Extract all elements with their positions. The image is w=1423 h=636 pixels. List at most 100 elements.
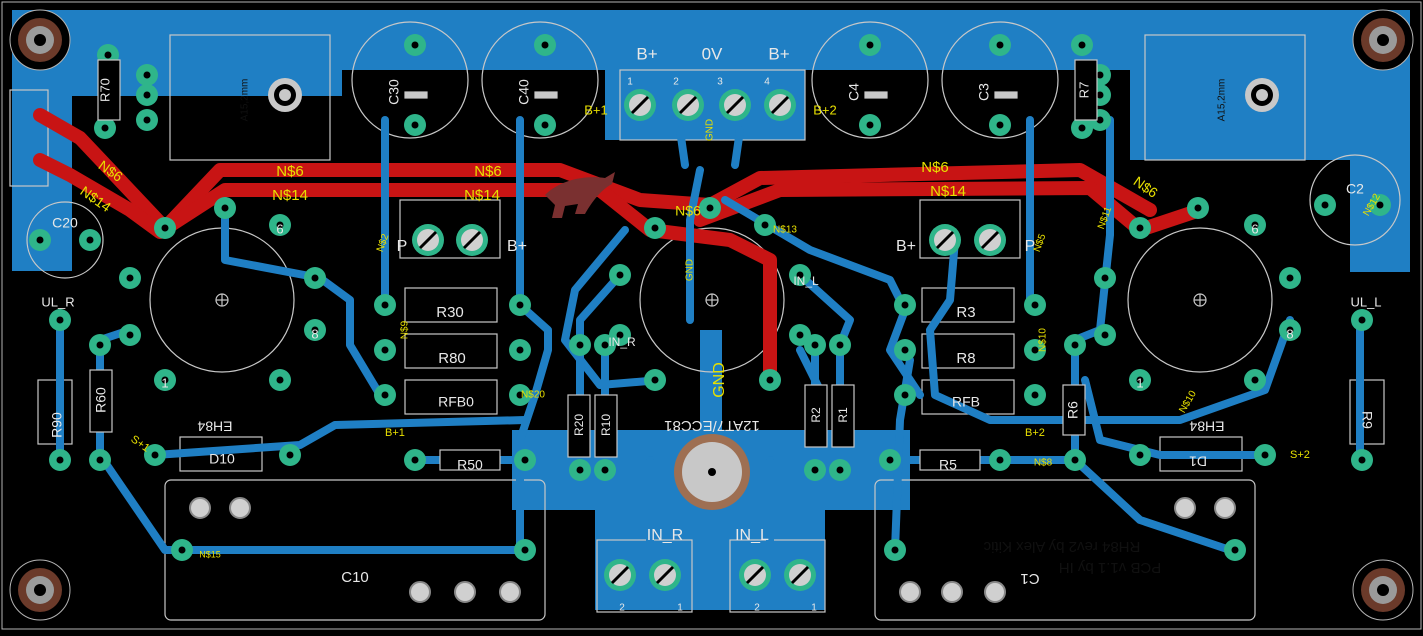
- silk-label: R30: [436, 304, 464, 321]
- silk-label: PCB v1.1 by IH: [1059, 559, 1162, 576]
- pad-drill: [151, 451, 159, 459]
- silk-label: C4: [846, 83, 862, 101]
- silk-label: R8: [956, 350, 975, 367]
- pad-drill: [576, 466, 584, 474]
- center-socket: [674, 434, 750, 510]
- silk-label: IN_R: [608, 335, 636, 349]
- silk-label: N$6: [276, 163, 304, 180]
- pad-drill: [901, 346, 909, 354]
- pad-drill: [143, 116, 151, 124]
- pad-drill: [866, 41, 874, 49]
- silk-label: C20: [52, 215, 78, 231]
- pad-drill: [901, 301, 909, 309]
- pad-drill: [276, 376, 284, 384]
- pad-drill: [796, 271, 804, 279]
- pad-drill: [616, 271, 624, 279]
- pad-drill: [86, 236, 94, 244]
- pad-drill: [601, 466, 609, 474]
- silk-label: N$9: [400, 320, 411, 339]
- pad-drill: [311, 326, 319, 334]
- silk-label: IN_L: [793, 274, 819, 288]
- pad-drill: [996, 41, 1004, 49]
- component-bodies: [89, 59, 1098, 471]
- pad-drill: [836, 466, 844, 474]
- silk-label: N$2: [375, 232, 392, 253]
- pad-drill: [1078, 124, 1086, 132]
- pad-drill: [886, 456, 894, 464]
- pad-drill: [576, 341, 584, 349]
- pad-drill: [381, 301, 389, 309]
- pad-drill: [766, 376, 774, 384]
- silk-label: R6: [1065, 401, 1081, 419]
- silk-label: IN_R: [647, 527, 683, 544]
- silk-label: EH84: [1189, 418, 1224, 434]
- pad-drill: [96, 456, 104, 464]
- pad-drill: [1358, 456, 1366, 464]
- pad-drill: [516, 391, 524, 399]
- silk-label: UL_L: [1350, 294, 1381, 309]
- mount-hole: [1352, 559, 1414, 621]
- pad-drill: [126, 274, 134, 282]
- pad-drill: [56, 316, 64, 324]
- pad-drill: [1071, 341, 1079, 349]
- pad-drill: [1096, 71, 1104, 79]
- silk-label: R70: [97, 78, 112, 102]
- silk-label: EH84: [197, 418, 232, 434]
- pad-drill: [411, 121, 419, 129]
- pad-drill: [178, 546, 186, 554]
- pad-drill: [1286, 274, 1294, 282]
- pad-drill: [1261, 451, 1269, 459]
- silk-label: R7: [1076, 82, 1091, 99]
- silk-label: N$15: [199, 549, 221, 559]
- silk-label: 1: [627, 77, 633, 88]
- silk-label: N$6: [675, 203, 701, 219]
- silk-label: 6: [276, 221, 283, 236]
- transformer-holes: [189, 497, 1236, 603]
- pad-drill: [1321, 201, 1329, 209]
- silk-label: C3: [976, 83, 992, 101]
- pad-drill: [901, 391, 909, 399]
- silk-label: B+2: [1025, 427, 1045, 439]
- silk-label: C2: [1346, 181, 1364, 197]
- silk-label: 2: [619, 603, 625, 614]
- pad-drill: [143, 91, 151, 99]
- pad-drill: [161, 224, 169, 232]
- pad-drill: [1251, 376, 1259, 384]
- silk-label: R9: [1359, 411, 1375, 429]
- silk-label: 0V: [702, 44, 723, 63]
- silk-label: N$6: [921, 159, 949, 176]
- pad-drill: [1136, 451, 1144, 459]
- pad-drill: [101, 124, 109, 132]
- mount-hole: [9, 559, 71, 621]
- pad-drill: [516, 346, 524, 354]
- pad-drill: [1101, 274, 1109, 282]
- pad-drill: [996, 456, 1004, 464]
- pad-drill: [56, 456, 64, 464]
- pad-drill: [1031, 301, 1039, 309]
- silk-label: 8: [311, 326, 318, 341]
- silk-label: C40: [516, 79, 532, 105]
- pad-drill: [161, 376, 169, 384]
- silk-label: B+1: [385, 427, 405, 439]
- silk-label: B+2: [813, 102, 837, 117]
- pads: [29, 34, 1391, 561]
- silk-label: 2: [754, 603, 760, 614]
- pad-drill: [1096, 91, 1104, 99]
- pad-drill: [811, 341, 819, 349]
- silk-label: UL_R: [41, 294, 74, 309]
- pad-drill: [651, 224, 659, 232]
- silk-label: B+: [636, 44, 657, 63]
- pad-drill: [1286, 326, 1294, 334]
- pad-drill: [1071, 456, 1079, 464]
- pad-drill: [651, 376, 659, 384]
- pad-drill: [811, 466, 819, 474]
- silk-label: N$14: [272, 187, 308, 204]
- silk-label: R90: [49, 412, 65, 438]
- pad-drill: [381, 391, 389, 399]
- pad-drill: [1031, 391, 1039, 399]
- silk-label: A15,2mm: [1217, 79, 1228, 122]
- pad-drill: [104, 51, 112, 59]
- silk-label: N$10: [1038, 328, 1049, 352]
- copper-pours: [12, 10, 1410, 610]
